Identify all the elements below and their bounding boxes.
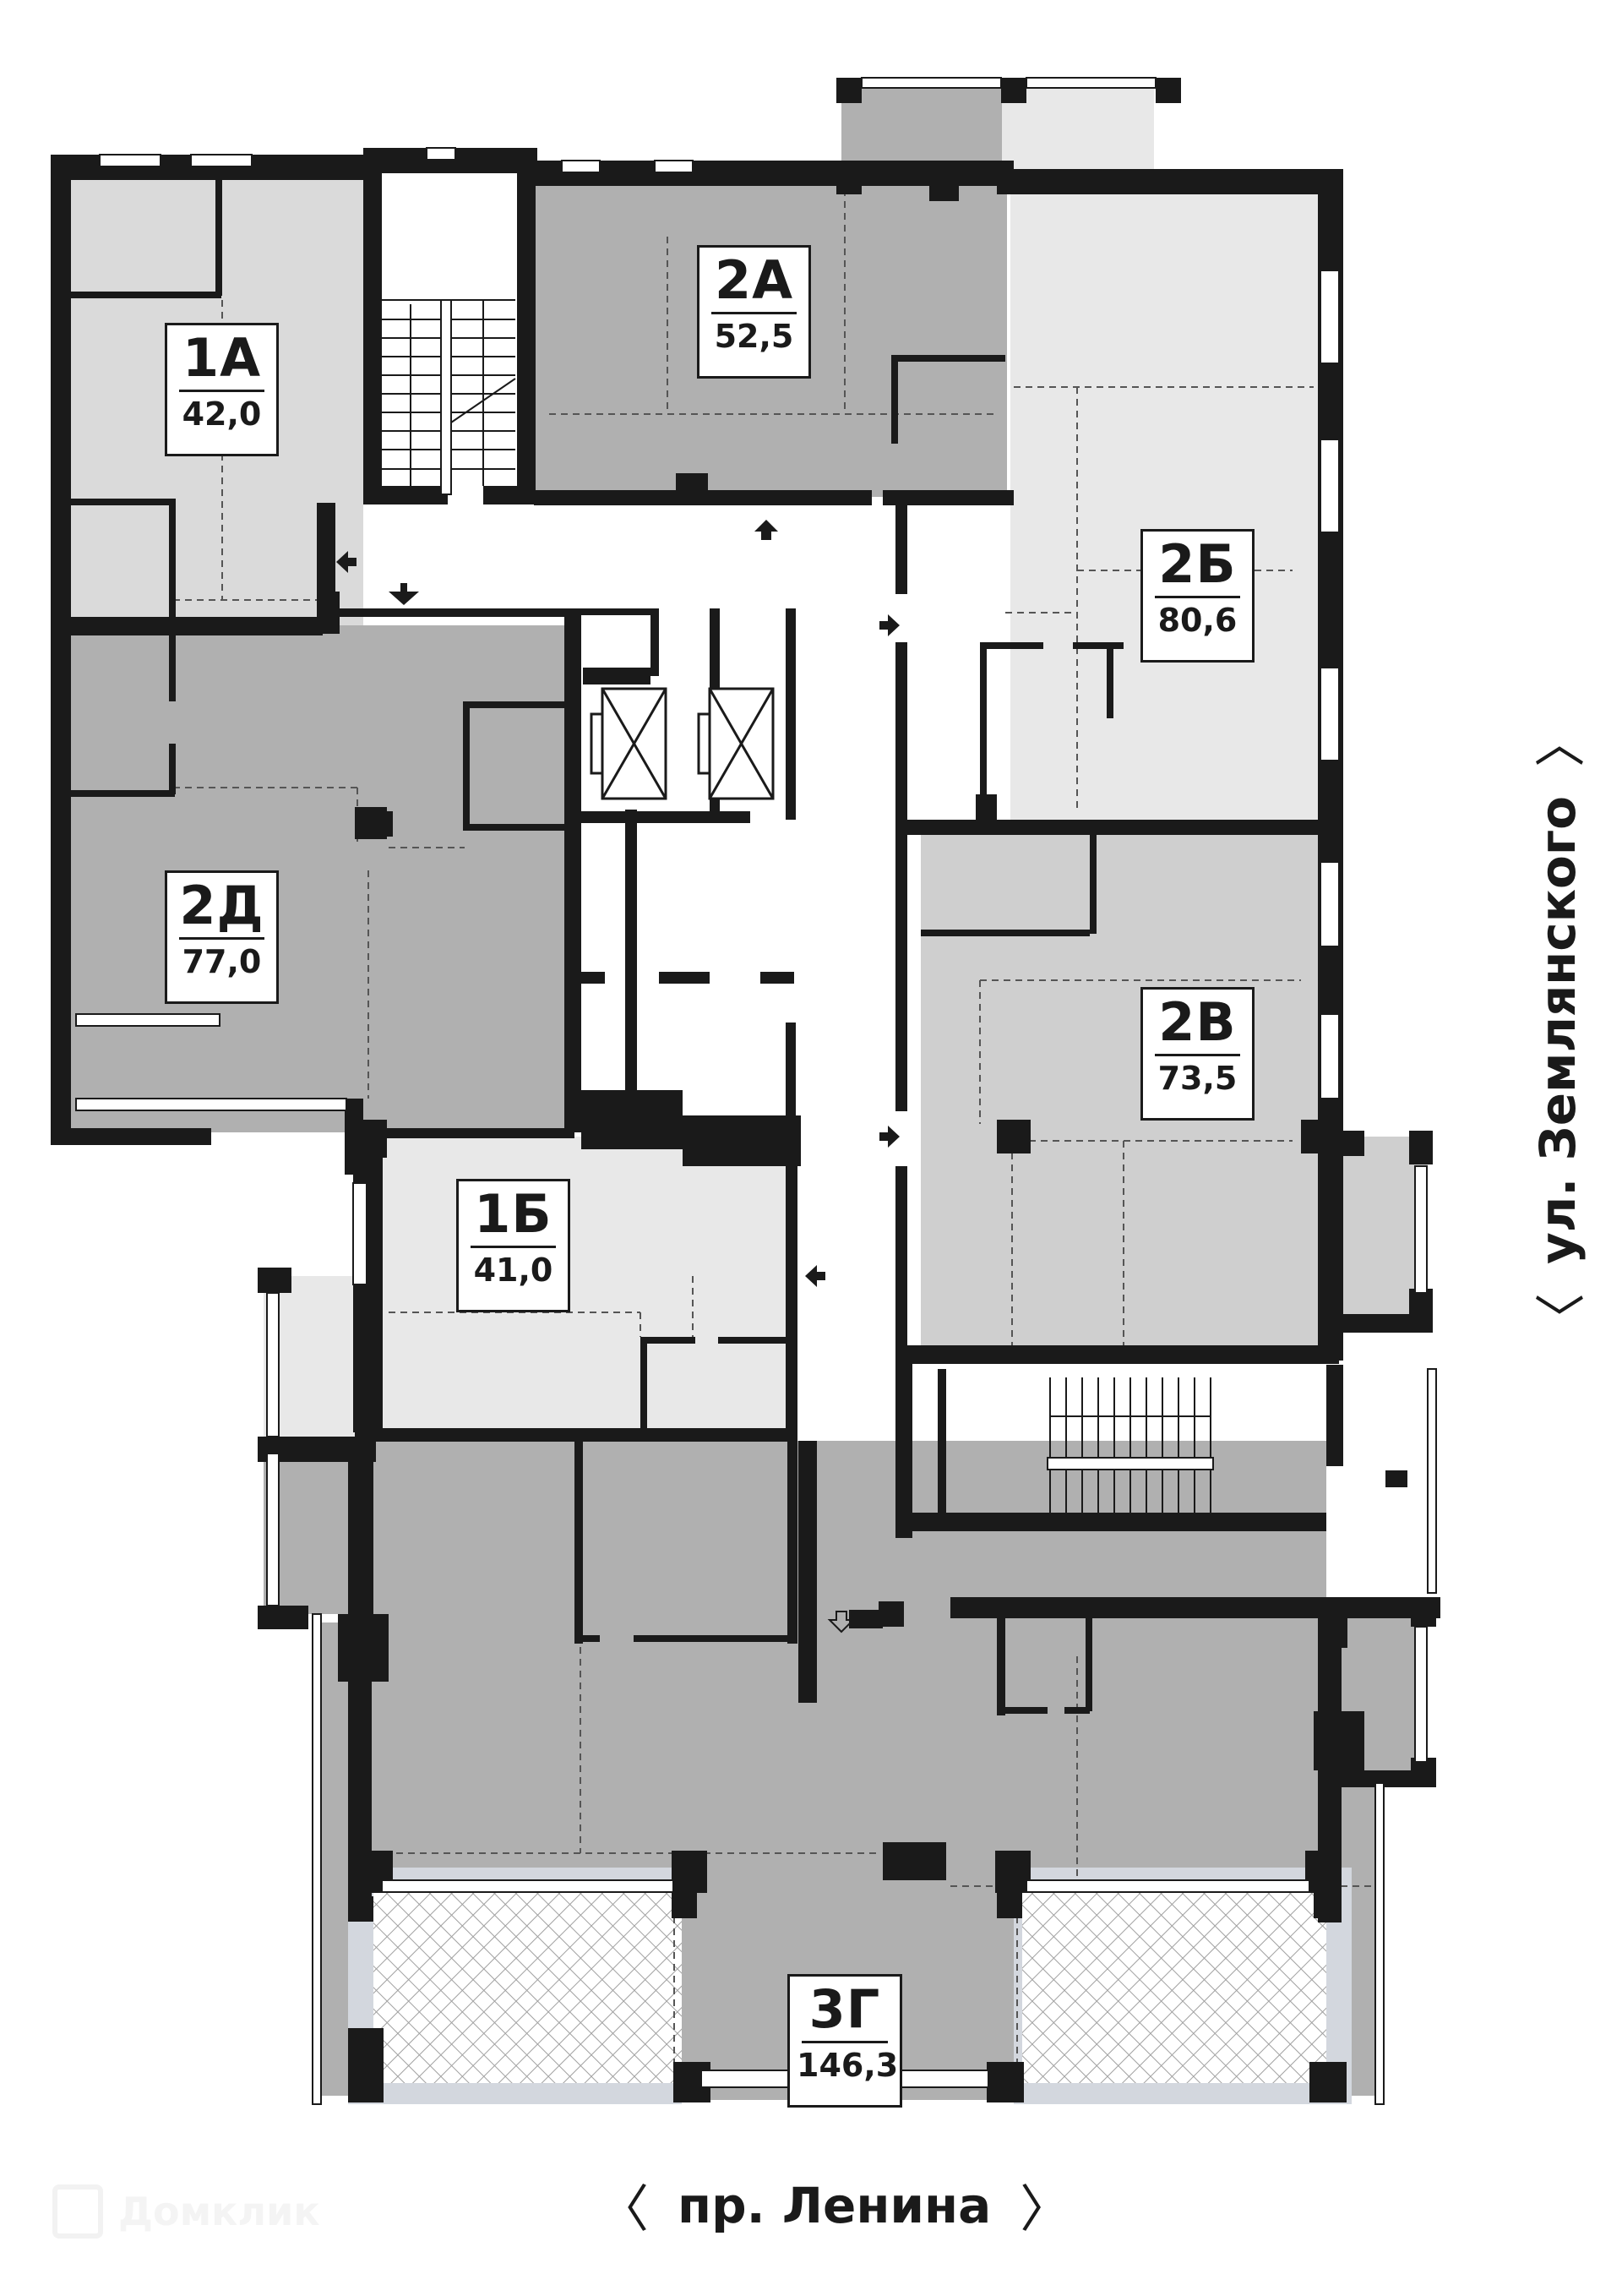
chevron-left-icon: 〈 [1532,1293,1592,1344]
divider [471,1246,556,1248]
street-label-bottom: 〈 пр. Ленина 〉 [598,2168,1070,2242]
unit-code: 2А [714,249,794,311]
chevron-right-icon: 〉 [1532,716,1592,767]
unit-area: 41,0 [473,1252,553,1289]
terrace-left [348,1868,682,2104]
divider [1155,1054,1240,1056]
street-label-right: 〈 ул. Землянского 〉 [1521,717,1594,1344]
balcony-east-1 [1335,1137,1428,1314]
entrance-arrows [336,520,900,1633]
watermark: Домклик [52,2184,320,2239]
divider [179,390,264,392]
house-logo-icon [52,2184,103,2239]
unit-label-3g[interactable]: 3Г 146,3 [787,1974,902,2108]
divider [1155,596,1240,598]
unit-code: 1Б [474,1183,552,1245]
unit-label-2b[interactable]: 2Б 80,6 [1140,529,1255,663]
unit-area: 73,5 [1157,1060,1238,1097]
balcony-north-2 [1002,86,1154,179]
unit-2b-area[interactable] [1010,177,1319,828]
unit-label-2d[interactable]: 2Д 77,0 [165,870,279,1004]
walls [51,78,1440,2102]
unit-label-2a[interactable]: 2А 52,5 [697,245,811,379]
divider [711,312,797,314]
chevron-left-icon: 〈 [598,2180,649,2239]
unit-area: 52,5 [714,318,794,355]
unit-code: 3Г [808,1978,881,2040]
unit-code: 2В [1158,991,1237,1053]
unit-label-1b[interactable]: 1Б 41,0 [456,1179,570,1312]
divider [179,937,264,940]
unit-1b-area[interactable] [380,1137,794,1432]
unit-code: 1А [182,327,262,389]
watermark-text: Домклик [118,2189,320,2234]
unit-area: 77,0 [182,943,262,980]
staircase-south [1047,1377,1214,1516]
unit-area: 42,0 [182,395,262,433]
unit-area: 80,6 [1157,602,1238,639]
unit-code: 2Б [1158,533,1237,595]
elevator-1 [590,687,667,800]
street-name: пр. Ленина [678,2176,992,2234]
divider [802,2041,888,2043]
unit-area: 146,3 [797,2047,899,2084]
elevator-2 [697,687,775,800]
unit-code: 2Д [179,875,264,936]
street-name: ул. Землянского [1528,795,1587,1264]
terrace-right [1014,1868,1352,2104]
unit-2d-area[interactable] [68,625,568,1132]
unit-label-1a[interactable]: 1А 42,0 [165,323,279,456]
unit-label-2v[interactable]: 2В 73,5 [1140,987,1255,1121]
staircase-north [382,299,516,495]
chevron-right-icon: 〉 [1020,2180,1071,2239]
